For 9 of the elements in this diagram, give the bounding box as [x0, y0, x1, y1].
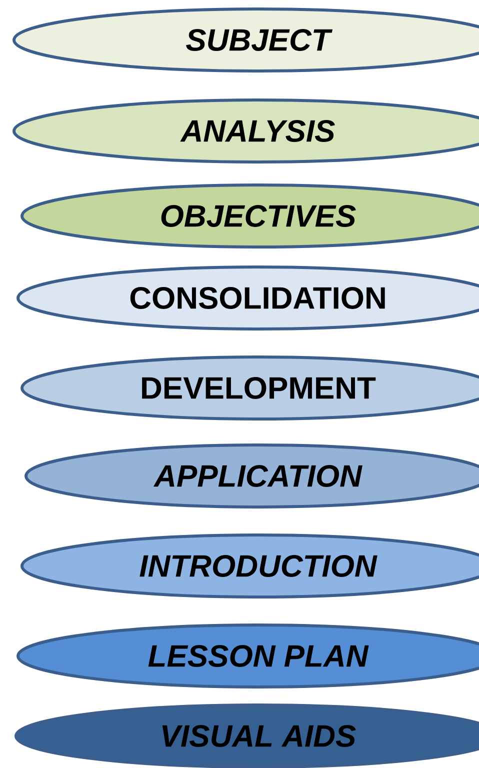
- oval: APPLICATION: [24, 444, 479, 508]
- oval: ANALYSIS: [12, 98, 479, 164]
- oval: LESSON PLAN: [16, 624, 479, 688]
- oval: DEVELOPMENT: [20, 356, 479, 420]
- oval: CONSOLIDATION: [16, 266, 479, 330]
- oval: OBJECTIVES: [20, 184, 479, 248]
- oval: VISUAL AIDS: [14, 704, 479, 768]
- oval: SUBJECT: [12, 8, 479, 72]
- oval: INTRODUCTION: [20, 534, 479, 598]
